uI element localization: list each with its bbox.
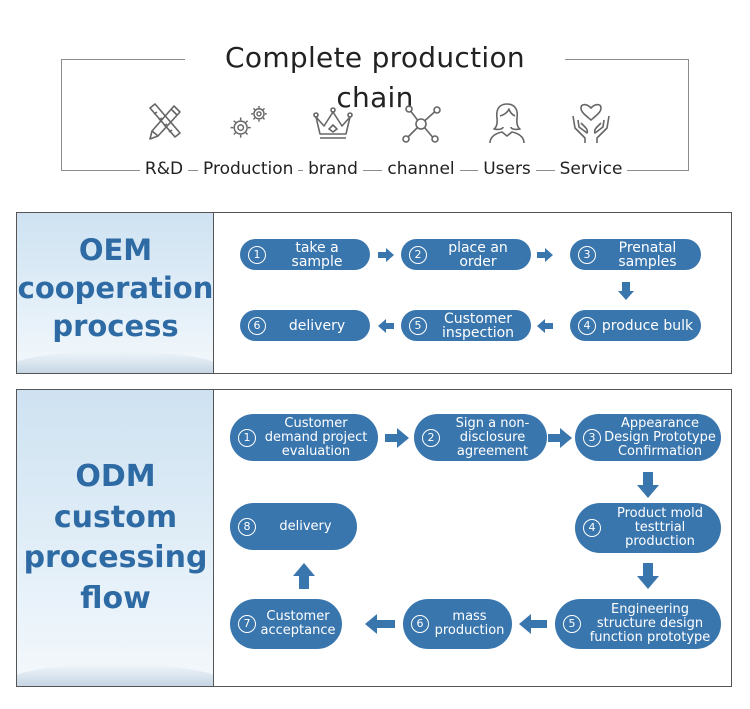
arrow-right-icon: [548, 428, 572, 448]
odm-step-3: 3 Appearance Design Prototype Confirmati…: [575, 414, 721, 461]
step-number: 2: [409, 245, 427, 264]
odm-step-6: 6 mass production: [403, 599, 512, 649]
arrow-left-icon: [365, 614, 395, 634]
chain-label-rd: R&D: [139, 158, 189, 180]
step-number: 4: [583, 519, 601, 537]
user-icon: [489, 103, 525, 144]
oem-process-panel: OEM cooperation process 1 take a sample …: [16, 212, 732, 374]
step-label: Prenatal samples: [618, 239, 677, 270]
step-number: 5: [409, 316, 427, 335]
odm-step-1: 1 Customer demand project evaluation: [230, 414, 378, 461]
odm-title-line: custom: [53, 499, 178, 535]
step-number: 3: [583, 428, 601, 447]
step-label: take a sample: [291, 239, 343, 270]
chain-label-users: Users: [478, 158, 536, 180]
oem-step-5: 5 Customer inspection: [401, 310, 531, 341]
arrow-up-icon: [293, 563, 315, 589]
step-label: produce bulk: [601, 317, 694, 334]
step-number: 1: [248, 245, 266, 264]
chain-label-production: Production: [198, 158, 299, 180]
page-title: Complete production chain: [185, 38, 565, 114]
chain-item-users: Users: [457, 100, 557, 180]
oem-step-4: 4 produce bulk: [570, 310, 701, 341]
odm-sky-banner: ODM custom processing flow: [17, 390, 214, 686]
step-label: place an order: [448, 239, 508, 270]
chain-item-service: Service: [541, 100, 641, 180]
step-number: 6: [248, 316, 266, 335]
odm-step-5: 5 Engineering structure design function …: [555, 599, 721, 649]
step-number: 8: [238, 517, 256, 536]
odm-step-7: 7 Customer acceptance: [230, 599, 342, 649]
crown-icon: [313, 107, 353, 139]
arrow-right-icon: [385, 428, 409, 448]
arrow-left-icon: [537, 319, 553, 333]
oem-step-2: 2 place an order: [401, 239, 531, 270]
odm-process-panel: ODM custom processing flow 1 Customer de…: [16, 389, 732, 687]
heart-hands-icon: [572, 103, 610, 143]
arrow-right-icon: [537, 248, 553, 262]
pencil-ruler-icon: [149, 103, 181, 140]
step-label: Engineering structure design function pr…: [589, 602, 711, 645]
step-label: Customer acceptance: [260, 609, 336, 638]
odm-title-line: flow: [80, 580, 151, 616]
arrow-down-icon: [637, 563, 659, 589]
step-number: 5: [563, 615, 581, 633]
chain-item-brand: brand: [283, 100, 383, 180]
step-label: Customer demand project evaluation: [264, 415, 368, 459]
step-number: 3: [578, 245, 596, 264]
oem-title: OEM cooperation process: [17, 231, 214, 345]
odm-step-4: 4 Product mold testtrial production: [575, 503, 721, 553]
chain-item-channel: channel: [371, 100, 471, 180]
oem-step-6: 6 delivery: [240, 310, 370, 341]
odm-title-line: processing: [23, 540, 208, 575]
step-number: 2: [422, 428, 440, 447]
gears-icon: [230, 106, 267, 138]
mountain-haze: [17, 351, 213, 373]
arrow-left-icon: [378, 319, 394, 333]
arrow-down-icon: [618, 282, 634, 300]
step-label: Appearance Design Prototype Confirmation: [604, 415, 716, 459]
chain-item-production: Production: [198, 100, 299, 180]
oem-title-line: process: [52, 309, 179, 343]
step-number: 6: [411, 615, 429, 633]
arrow-left-icon: [519, 614, 547, 634]
arrow-down-icon: [637, 472, 659, 498]
step-number: 1: [238, 428, 256, 447]
network-nodes-icon: [402, 105, 441, 143]
chain-item-rd: R&D: [114, 100, 214, 180]
step-label: delivery: [279, 518, 332, 534]
step-label: delivery: [288, 317, 346, 334]
step-number: 4: [578, 316, 596, 335]
step-number: 7: [238, 615, 256, 633]
odm-step-2: 2 Sign a non-disclosure agreement: [414, 414, 547, 461]
oem-sky-banner: OEM cooperation process: [17, 213, 214, 373]
chain-label-brand: brand: [303, 158, 363, 180]
odm-title-line: ODM: [75, 459, 156, 494]
odm-step-8: 8 delivery: [230, 503, 357, 550]
oem-step-1: 1 take a sample: [240, 239, 370, 270]
step-label: Customer inspection: [441, 310, 515, 341]
arrow-right-icon: [378, 248, 394, 262]
chain-label-channel: channel: [382, 158, 460, 180]
mountain-haze: [17, 664, 213, 686]
oem-step-3: 3 Prenatal samples: [570, 239, 701, 270]
odm-title: ODM custom processing flow: [17, 457, 213, 619]
chain-label-service: Service: [554, 158, 628, 180]
step-label: Sign a non-disclosure agreement: [455, 415, 530, 459]
oem-title-line: cooperation: [17, 271, 214, 305]
oem-title-line: OEM: [78, 233, 153, 267]
step-label: Product mold testtrial production: [617, 506, 703, 549]
step-label: mass production: [434, 609, 505, 638]
